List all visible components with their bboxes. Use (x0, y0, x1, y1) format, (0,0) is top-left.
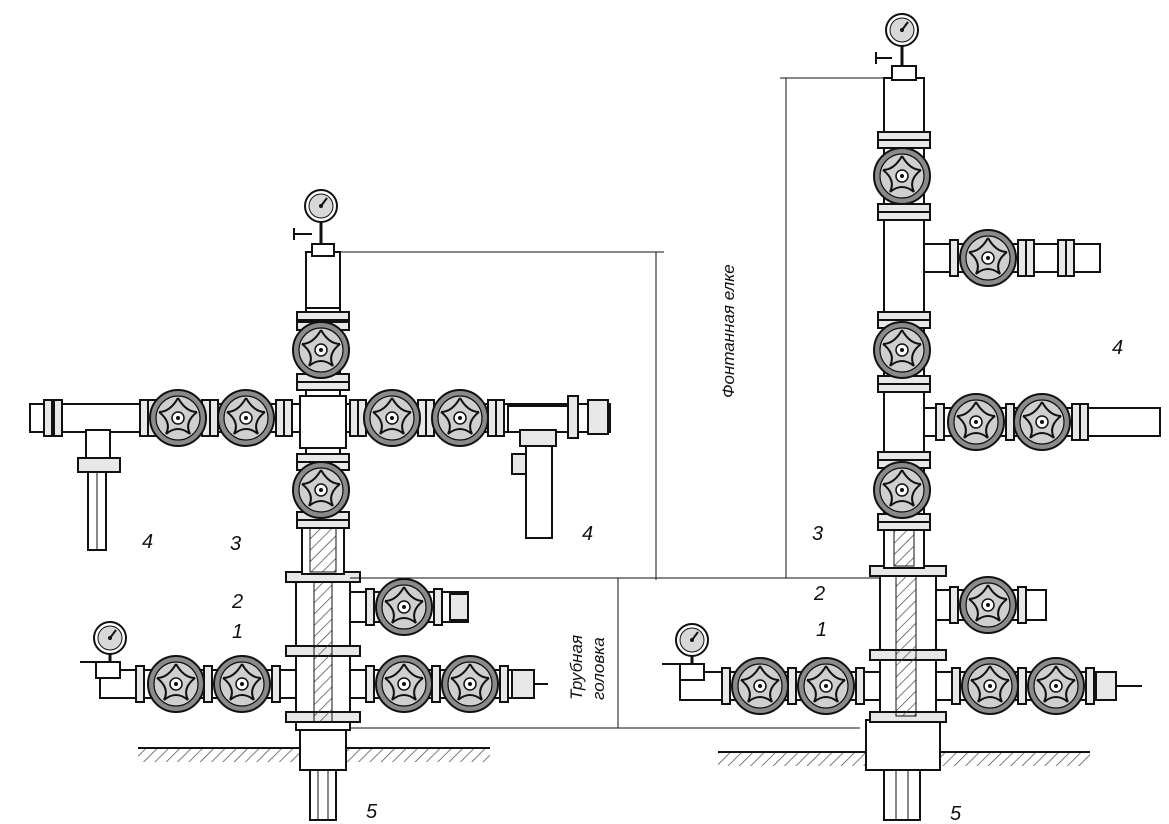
label-left-4b: 4 (582, 523, 593, 545)
caption-tubing-head-1: Трубная (567, 635, 586, 700)
caption-christmas-tree: Фонтанная елке (719, 264, 738, 398)
label-left-3: 3 (230, 533, 241, 555)
label-right-2: 2 (813, 583, 825, 605)
label-right-3: 3 (812, 523, 823, 545)
label-left-1: 1 (232, 621, 243, 643)
label-left-4a: 4 (142, 531, 153, 553)
label-left-5: 5 (366, 801, 378, 823)
left-wellhead (29, 189, 860, 821)
label-right-5: 5 (950, 803, 962, 824)
caption-tubing-head-2: головка (589, 637, 608, 700)
label-right-1: 1 (816, 619, 827, 641)
label-left-2: 2 (231, 591, 243, 613)
label-right-4: 4 (1112, 337, 1123, 359)
right-wellhead (662, 13, 1161, 821)
